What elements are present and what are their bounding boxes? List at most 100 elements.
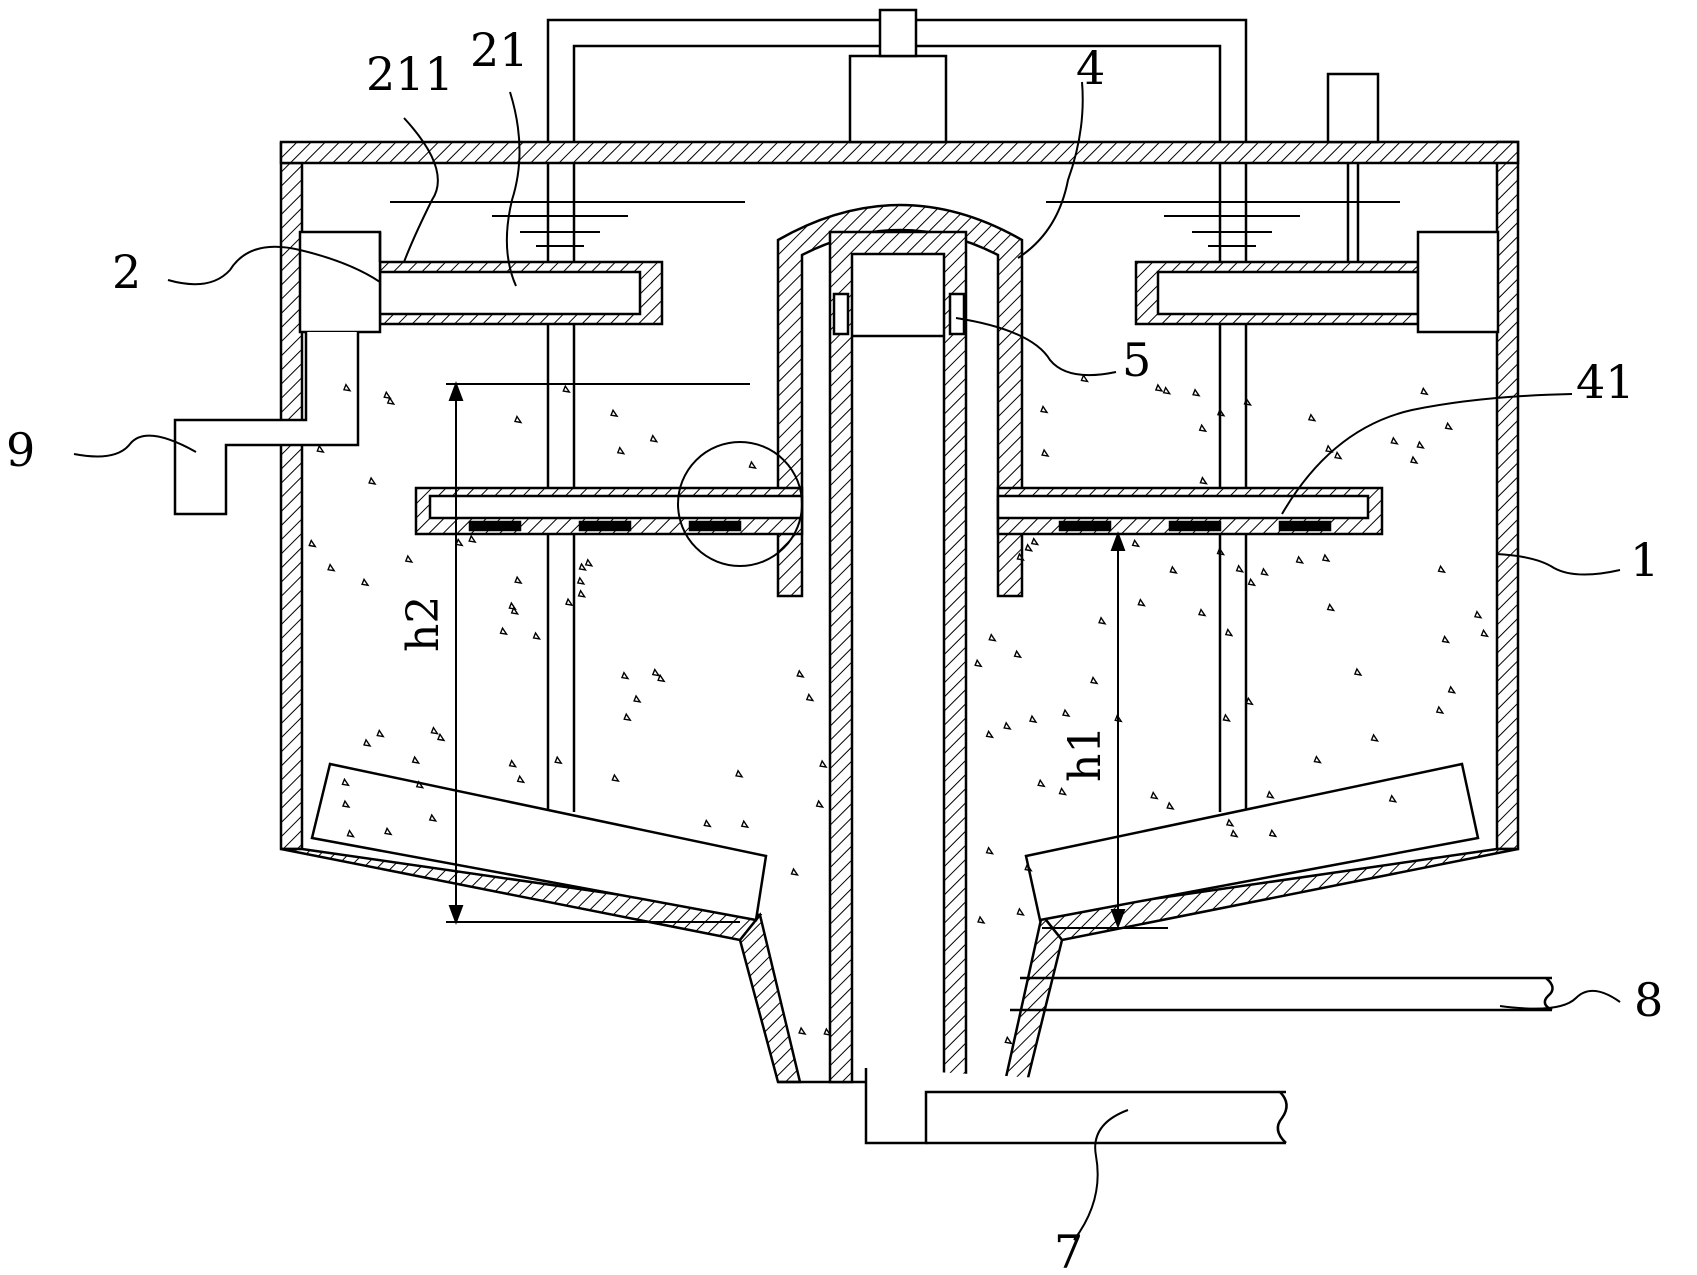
label-4: 4 [1076,41,1105,95]
particle-mark [623,712,632,722]
particle-mark [1024,863,1033,872]
particle-mark [363,738,372,747]
particle-mark [1222,713,1231,722]
particle-mark [1098,616,1107,625]
particle-mark [1016,552,1025,561]
particle-mark [1437,564,1447,574]
particle-mark [1326,602,1336,612]
particle-mark [1435,705,1445,715]
particle-mark [1216,408,1226,417]
particle-mark [1004,1035,1013,1045]
dimension-h1 [1042,531,1168,929]
particle-mark [428,813,438,822]
scraper-plates [310,762,1480,922]
particle-mark [1162,386,1172,395]
particle-mark [499,626,509,636]
particle-mark [513,414,523,424]
particle-mark [1295,555,1305,564]
particle-mark [790,867,799,876]
particle-mark [1243,397,1253,406]
particle-mark [1313,755,1322,764]
particle-mark [1150,791,1159,800]
particle-mark [703,818,712,828]
particle-mark [1409,455,1419,465]
particle-mark [1199,476,1208,485]
particle-mark [383,390,392,400]
particle-mark [514,575,523,585]
particle-mark [1080,373,1089,383]
particle-mark [1307,413,1317,422]
particle-mark [584,558,594,567]
particle-mark [1441,634,1451,644]
particle-mark [1013,649,1023,659]
particle-mark [620,671,630,680]
particle-mark [404,554,414,563]
distribution-arm-left [414,486,804,536]
particle-mark [1169,565,1178,574]
particle-mark [361,577,370,587]
particle-mark [384,826,393,836]
particle-mark [1247,577,1257,587]
particle-mark [977,915,986,924]
particle-mark [1003,721,1012,730]
particle-mark [735,769,744,778]
particle-mark [341,799,351,809]
label-h1: h1 [1060,726,1111,782]
particle-mark [1416,440,1425,449]
particle-mark [1266,790,1275,799]
particle-mark [805,693,815,702]
particle-mark [1321,553,1331,563]
particle-mark [988,633,997,642]
particle-mark [468,534,477,543]
water-level-marks [390,201,1400,247]
particle-mark [386,396,396,405]
particle-mark [819,759,828,769]
particle-mark [1154,383,1164,392]
particle-mark [610,408,619,418]
particle-mark [651,668,661,677]
label-8: 8 [1634,973,1663,1027]
particle-mark [1480,628,1489,638]
particle-mark [578,562,587,571]
overflow-trough-left [298,230,664,334]
particle-mark [1058,787,1068,796]
dimension-h2 [446,381,750,925]
particle-mark [1390,436,1399,445]
label-211: 211 [366,47,454,101]
particle-mark [1245,696,1254,706]
particle-mark [554,755,563,765]
suspended-particles [308,373,1489,1045]
particle-mark [1325,444,1334,453]
particle-mark [1235,564,1245,573]
tank-shell [279,140,1520,1084]
particle-mark [368,476,377,485]
particle-mark [1225,818,1235,827]
drive-frame [546,8,1380,308]
particle-mark [455,537,464,547]
particle-mark [508,601,517,611]
particle-mark [576,576,586,585]
outlet-pipe [173,332,360,516]
particle-mark [1447,685,1457,694]
particle-mark [611,773,620,782]
particle-mark [985,846,995,855]
particle-mark [1016,907,1025,916]
label-1: 1 [1630,533,1659,587]
guide-cylinder [776,203,1024,598]
particle-mark [1037,778,1046,788]
particle-mark [1114,713,1123,723]
particle-mark [516,774,526,784]
overflow-trough-right [1134,230,1500,334]
particle-mark [1353,667,1363,676]
particle-mark [1444,421,1454,431]
particle-mark [1192,388,1201,397]
particle-mark [1090,675,1099,685]
label-9: 9 [6,423,35,477]
particle-mark [1040,404,1049,414]
detail-circle [677,441,803,567]
particle-mark [1029,714,1038,724]
particle-mark [815,799,825,809]
particle-mark [411,755,421,765]
particle-mark [308,539,317,548]
particle-mark [316,444,325,454]
